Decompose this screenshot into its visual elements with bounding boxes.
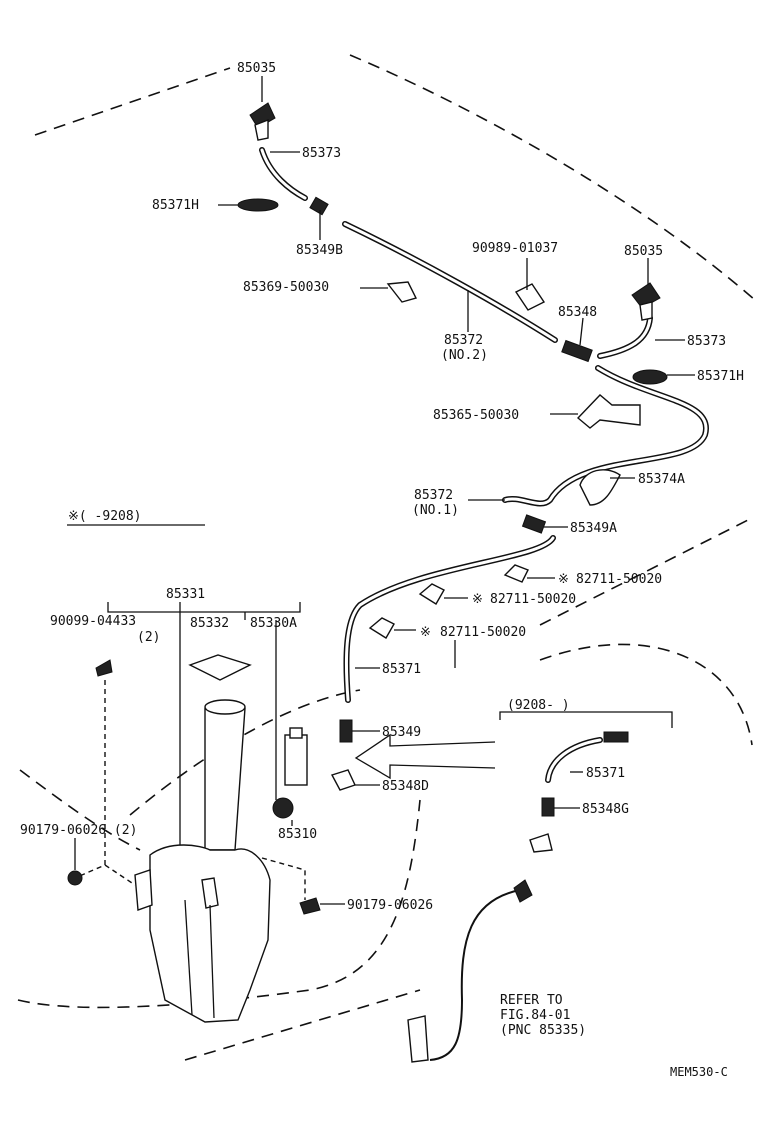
hoses xyxy=(259,147,709,1061)
label-screw: 90989-01037 xyxy=(472,241,558,256)
clip-1 xyxy=(503,564,529,583)
label-motor: 85310 xyxy=(278,827,317,842)
bracket-after xyxy=(529,833,553,853)
valve-85349a xyxy=(521,514,547,534)
label-hose-no1: 85372 xyxy=(414,488,453,503)
nut-right xyxy=(299,897,321,915)
motor-85310 xyxy=(284,734,308,786)
direction-arrow xyxy=(354,733,496,780)
parts xyxy=(67,76,695,1063)
label-hose-left: 85373 xyxy=(302,146,341,161)
label-hose-no2: 85372 xyxy=(444,333,483,348)
tank-assy-bracket xyxy=(107,602,301,613)
inlet-85332 xyxy=(188,654,252,681)
bolt-90099 xyxy=(95,659,113,677)
label-clamp-a: 85369-50030 xyxy=(243,280,329,295)
label-valve-left: 85349B xyxy=(296,243,343,258)
label-grommet-left: 85371H xyxy=(152,198,199,213)
nozzle-left xyxy=(249,102,276,141)
joint-85348d xyxy=(330,769,356,791)
joint-85348g xyxy=(541,797,555,817)
fender-edge-left xyxy=(19,769,141,851)
label-nut-left: 90179-06026 (2) xyxy=(20,823,137,838)
label-hose-no1-sub: (NO.1) xyxy=(412,503,459,518)
label-clip-1: 82711-50020 xyxy=(576,572,662,587)
clamp-85365 xyxy=(576,394,641,429)
leader-lines xyxy=(74,76,695,905)
connector-after xyxy=(603,731,629,743)
hood-edge-left xyxy=(34,67,231,136)
part-labels: 85035 85373 85371H 85349B 85369-50030 85… xyxy=(20,61,744,1079)
washer-tank xyxy=(134,699,306,1023)
joint-85348 xyxy=(561,339,593,363)
label-bolt-qty: (2) xyxy=(137,630,160,645)
label-hose-after: 85371 xyxy=(586,766,625,781)
label-cap-a: 85374A xyxy=(638,472,685,487)
label-refer-1: REFER TO xyxy=(500,993,563,1008)
clip-3 xyxy=(368,617,395,639)
label-joint-g: 85348G xyxy=(582,802,629,817)
valve-85349 xyxy=(339,719,353,743)
label-inlet: 85332 xyxy=(190,616,229,631)
label-motor-assy: 85330A xyxy=(250,616,297,631)
label-clip-3: 82711-50020 xyxy=(440,625,526,640)
pump-wire xyxy=(429,889,521,1061)
nozzle-right xyxy=(631,282,661,321)
apron-edge xyxy=(129,689,361,816)
label-joint-center: 85348 xyxy=(558,305,597,320)
hose-85371-lower xyxy=(343,535,556,703)
label-refer-2: FIG.84-01 xyxy=(500,1008,570,1023)
label-nozzle-left: 85035 xyxy=(237,61,276,76)
label-bolt: 90099-04433 xyxy=(50,614,136,629)
label-mark-3: ※ xyxy=(420,625,431,640)
lower-edge xyxy=(17,799,421,1009)
label-range-after: (9208- ) xyxy=(507,698,570,713)
cap-85374a xyxy=(579,469,621,506)
label-range-note: ※( -9208) xyxy=(68,509,142,524)
wheel-arch xyxy=(539,643,753,746)
label-refer-3: (PNC 85335) xyxy=(500,1023,586,1038)
label-hose-lower: 85371 xyxy=(382,662,421,677)
clamp-85369 xyxy=(386,281,418,303)
label-clip-2: 82711-50020 xyxy=(490,592,576,607)
clip-2 xyxy=(418,583,445,605)
label-hose-no2-sub: (NO.2) xyxy=(441,348,488,363)
label-nut-right: 90179-06026 xyxy=(347,898,433,913)
nut-left xyxy=(67,870,83,886)
label-mark-2: ※ xyxy=(472,592,483,607)
label-valve-a: 85349A xyxy=(570,521,617,536)
label-fig-code: MEM530-C xyxy=(670,1065,728,1079)
valve-85349b xyxy=(309,196,329,216)
label-clamp-b: 85365-50030 xyxy=(433,408,519,423)
label-hose-right: 85373 xyxy=(687,334,726,349)
hood-edge-right xyxy=(349,54,756,301)
hose-85373-left xyxy=(259,147,308,201)
pump-connector xyxy=(513,879,533,903)
grommet-right xyxy=(632,369,668,385)
grommet-left xyxy=(237,198,279,212)
bottom-edge xyxy=(184,989,421,1061)
grommet-motor xyxy=(272,797,294,819)
body-outlines xyxy=(17,54,756,1061)
label-joint-d: 85348D xyxy=(382,779,429,794)
label-tank-assy: 85331 xyxy=(166,587,205,602)
range-after-bracket xyxy=(499,711,673,728)
label-check-valve: 85349 xyxy=(382,725,421,740)
screw-90989 xyxy=(514,283,546,311)
label-nozzle-right: 85035 xyxy=(624,244,663,259)
label-grommet-right: 85371H xyxy=(697,369,744,384)
label-mark-1: ※ xyxy=(558,572,569,587)
level-sensor xyxy=(407,1015,429,1063)
